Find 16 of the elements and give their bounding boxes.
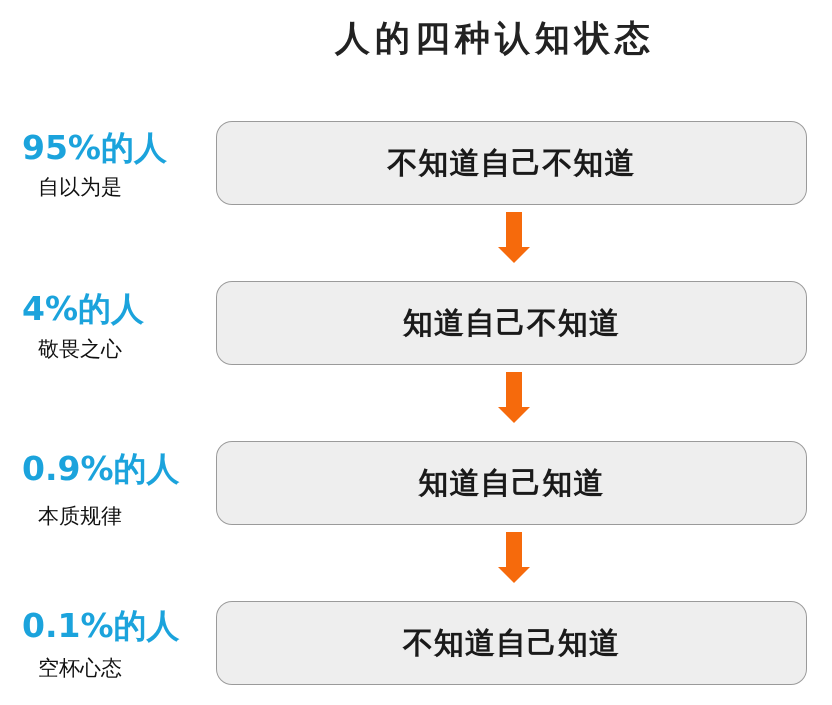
percentage-label: 0.9%的人: [22, 449, 180, 489]
description-label: 本质规律: [38, 503, 122, 529]
state-box: 不知道自己不知道: [216, 121, 807, 205]
percentage-label: 95%的人: [22, 128, 167, 168]
arrow: [498, 372, 530, 423]
description-label: 自以为是: [38, 174, 122, 200]
percentage-label: 0.1%的人: [22, 606, 180, 646]
description-label: 敬畏之心: [38, 336, 122, 362]
arrow: [498, 532, 530, 583]
state-box: 不知道自己知道: [216, 601, 807, 685]
percentage-label: 4%的人: [22, 289, 144, 329]
state-box: 知道自己知道: [216, 441, 807, 525]
title: 人的四种认知状态: [335, 18, 655, 61]
state-box: 知道自己不知道: [216, 281, 807, 365]
arrow: [498, 212, 530, 263]
description-label: 空杯心态: [38, 655, 122, 681]
